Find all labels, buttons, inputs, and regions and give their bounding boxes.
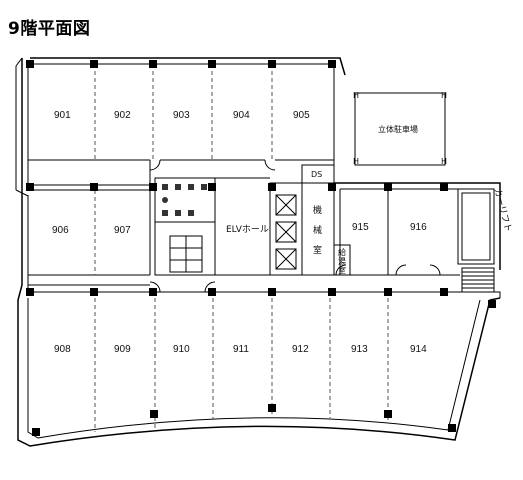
room-908: 908 xyxy=(54,344,71,355)
room-912: 912 xyxy=(292,344,309,355)
room-915: 915 xyxy=(352,222,369,233)
room-905: 905 xyxy=(293,110,310,121)
room-910: 910 xyxy=(173,344,190,355)
parking-area: H H H H 立体駐車場 xyxy=(353,91,447,166)
car-lift-label: カーリフト xyxy=(491,187,513,233)
restroom-fixtures xyxy=(162,184,207,216)
room-907: 907 xyxy=(114,225,131,236)
machine-room-label-3: 室 xyxy=(313,244,322,256)
parking-h-tl: H xyxy=(353,91,359,100)
room-903: 903 xyxy=(173,110,190,121)
elevator-hall-label: ELVホール xyxy=(226,224,269,235)
ds-label: DS xyxy=(311,170,322,179)
room-916: 916 xyxy=(410,222,427,233)
water-heater-label-3: 室 xyxy=(338,265,346,275)
room-911: 911 xyxy=(233,344,249,355)
outer-walls xyxy=(15,57,501,447)
parking-h-bl: H xyxy=(353,157,359,166)
room-914: 914 xyxy=(410,344,427,355)
machine-room-label-1: 機 xyxy=(313,204,322,216)
water-heater-label-1: 給 xyxy=(338,247,346,257)
room-913: 913 xyxy=(351,344,368,355)
room-902: 902 xyxy=(114,110,131,121)
water-heater-label-2: 湯 xyxy=(338,256,346,266)
structural-columns xyxy=(26,60,496,436)
room-labels: 901 902 903 904 905 906 907 915 916 908 … xyxy=(52,110,427,355)
room-904: 904 xyxy=(233,110,250,121)
room-909: 909 xyxy=(114,344,131,355)
room-906: 906 xyxy=(52,225,69,236)
machine-room-label-2: 械 xyxy=(313,224,322,236)
room-901: 901 xyxy=(54,110,71,121)
parking-label: 立体駐車場 xyxy=(378,124,418,134)
parking-h-tr: H xyxy=(441,91,447,100)
interior-walls xyxy=(28,64,495,432)
parking-h-br: H xyxy=(441,157,447,166)
floor-plan-title: 9階平面図 xyxy=(8,19,91,39)
